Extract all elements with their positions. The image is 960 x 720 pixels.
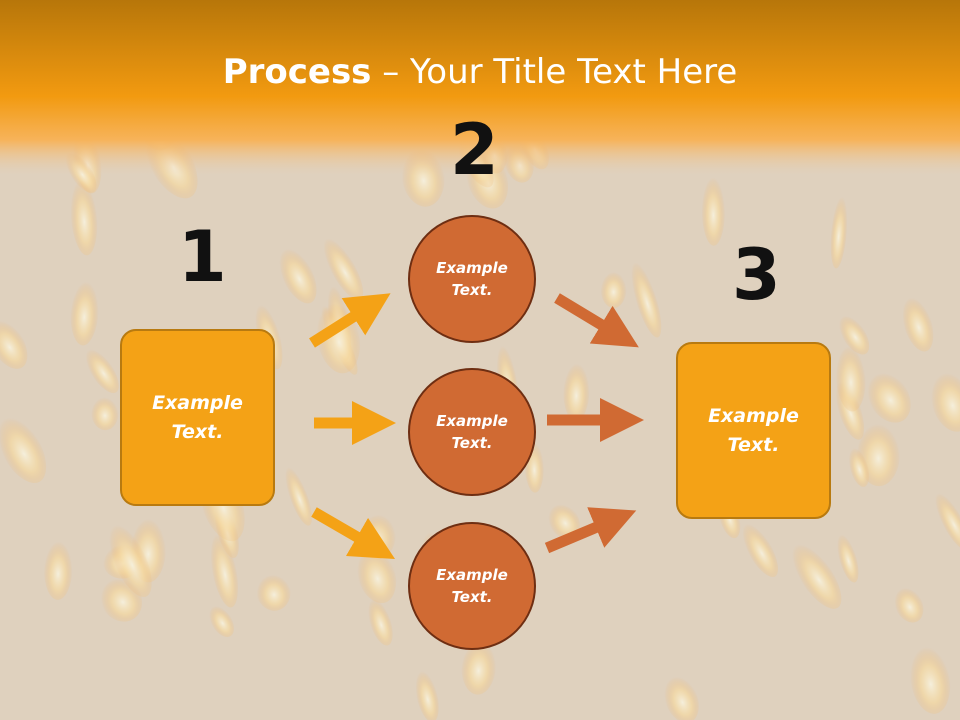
flame-decoration: [600, 268, 627, 309]
step-2-circle-bottom: Example Text.: [408, 522, 536, 650]
flame-decoration: [830, 188, 848, 269]
step-3-text: Example Text.: [708, 405, 799, 456]
flame-decoration: [563, 357, 590, 422]
arrow-1-to-bottom: [311, 507, 396, 560]
step-2-number: 2: [450, 109, 499, 191]
step-1-text: Example Text.: [152, 392, 243, 443]
flame-decoration: [900, 291, 934, 352]
flame-decoration: [319, 231, 364, 301]
flame-decoration: [276, 243, 317, 304]
flame-decoration: [282, 460, 312, 526]
flame-decoration: [0, 410, 47, 484]
flame-decoration: [82, 344, 119, 394]
arrow-top-to-3: [554, 293, 639, 348]
flame-decoration: [787, 537, 842, 609]
flame-decoration: [0, 315, 28, 369]
flame-decoration: [207, 602, 234, 638]
flame-decoration: [414, 665, 439, 720]
step-2-circle-middle-text: Example Text.: [436, 411, 508, 453]
title-rest: – Your Title Text Here: [371, 52, 738, 92]
flame-decoration: [892, 584, 924, 623]
flame-decoration: [69, 171, 98, 256]
flame-decoration: [836, 311, 870, 355]
flame-decoration: [864, 368, 911, 423]
arrow-1-to-top: [309, 293, 391, 348]
flame-decoration: [739, 518, 779, 578]
flame-decoration: [70, 274, 99, 346]
flame-decoration: [628, 253, 662, 338]
flame-decoration: [847, 443, 870, 487]
flame-decoration: [929, 366, 960, 432]
flame-decoration: [835, 339, 866, 412]
title-bold: Process: [222, 52, 372, 92]
flame-decoration: [255, 571, 291, 611]
flame-decoration: [209, 525, 238, 608]
flame-decoration: [546, 501, 580, 539]
flame-decoration: [105, 517, 152, 598]
step-1-number: 1: [178, 216, 227, 298]
step-1-box: Example Text.: [120, 329, 275, 506]
flame-decoration: [90, 393, 119, 431]
flame-decoration: [835, 529, 859, 583]
step-2-circle-top: Example Text.: [408, 215, 536, 343]
flame-decoration: [43, 535, 73, 600]
step-2-circle-top-text: Example Text.: [436, 258, 508, 300]
step-2-circle-bottom-text: Example Text.: [436, 565, 508, 607]
step-2-circle-middle: Example Text.: [408, 368, 536, 496]
arrow-bottom-to-3: [544, 507, 637, 554]
flame-decoration: [931, 486, 960, 551]
step-3-number: 3: [732, 234, 781, 316]
flame-decoration: [908, 639, 951, 714]
slide-title: Process – Your Title Text Here: [0, 52, 960, 92]
step-3-box: Example Text.: [676, 342, 831, 519]
flame-decoration: [366, 594, 393, 646]
flame-decoration: [701, 169, 726, 246]
flame-decoration: [662, 671, 699, 720]
